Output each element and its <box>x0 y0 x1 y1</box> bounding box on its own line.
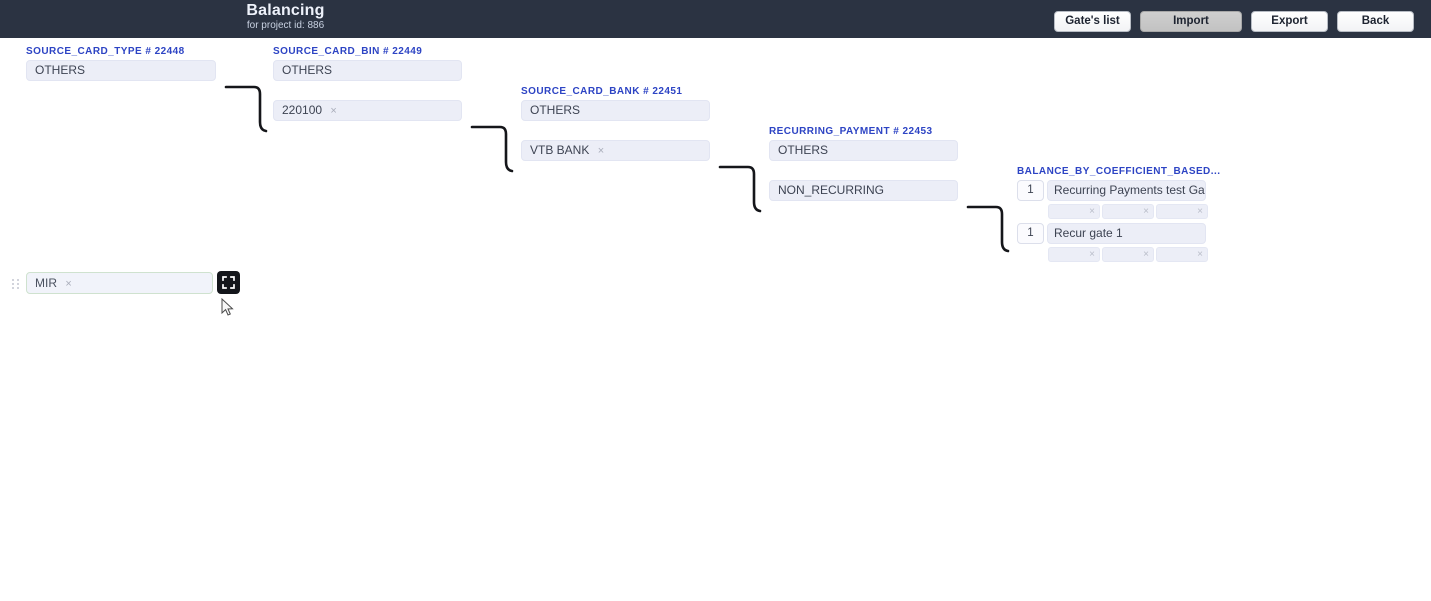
mir-chip-label: MIR <box>35 276 57 290</box>
field-source-card-bin-1[interactable]: 220100 × <box>273 100 462 121</box>
app-brand: Balancing for project id: 886 <box>0 2 571 32</box>
field-source-card-bin-0[interactable]: OTHERS <box>273 60 462 81</box>
remove-slot-icon[interactable]: × <box>1197 206 1203 217</box>
connector-source-card-bin-to-bank <box>470 125 514 173</box>
fullscreen-expand-icon <box>222 276 235 289</box>
gate-slot[interactable]: × <box>1102 247 1154 262</box>
remove-slot-icon[interactable]: × <box>1143 249 1149 260</box>
gates-list-button[interactable]: Gate's list <box>1054 11 1131 32</box>
column-title-recurring-payment: RECURRING_PAYMENT # 22453 <box>769 126 933 137</box>
column-title-balance-by-coefficient: BALANCE_BY_COEFFICIENT_BASED... <box>1017 166 1221 177</box>
gate-slot[interactable]: × <box>1156 204 1208 219</box>
gate-weight-input[interactable]: 1 <box>1017 180 1044 201</box>
gate-slot[interactable]: × <box>1156 247 1208 262</box>
balancing-tree-canvas: SOURCE_CARD_TYPE # 22448 OTHERS SOURCE_C… <box>0 38 1431 601</box>
gate-slot[interactable]: × <box>1048 204 1100 219</box>
remove-slot-icon[interactable]: × <box>1143 206 1149 217</box>
top-bar-actions: Gate's list Import Export Back <box>1054 11 1414 32</box>
gate-slot-row: × × × <box>1048 247 1208 262</box>
field-source-card-bank-0[interactable]: OTHERS <box>521 100 710 121</box>
gate-slot[interactable]: × <box>1048 247 1100 262</box>
gate-slot-row: × × × <box>1048 204 1208 219</box>
connector-source-card-type-to-bin <box>224 85 268 133</box>
remove-slot-icon[interactable]: × <box>1197 249 1203 260</box>
column-title-source-card-bank: SOURCE_CARD_BANK # 22451 <box>521 86 683 97</box>
remove-chip-icon[interactable]: × <box>597 145 605 157</box>
project-subtitle: for project id: 886 <box>246 20 325 31</box>
column-title-source-card-bin: SOURCE_CARD_BIN # 22449 <box>273 46 423 57</box>
draggable-chip-row: MIR × <box>0 270 245 297</box>
gate-row: 1 Recurring Payments test Gate <box>1017 180 1206 201</box>
field-value: NON_RECURRING <box>778 183 885 197</box>
gate-row: 1 Recur gate 1 <box>1017 223 1206 244</box>
gate-name-input[interactable]: Recur gate 1 <box>1047 223 1206 244</box>
remove-chip-icon[interactable]: × <box>330 105 337 117</box>
field-value: VTB BANK <box>530 143 590 157</box>
field-source-card-bank-1[interactable]: VTB BANK × <box>521 140 710 161</box>
connector-source-card-bank-to-recurring <box>718 165 762 213</box>
field-value: OTHERS <box>282 63 333 77</box>
connector-recurring-to-coefficient <box>966 205 1010 253</box>
import-button[interactable]: Import <box>1140 11 1242 32</box>
mouse-cursor <box>221 298 234 316</box>
top-bar: Balancing for project id: 886 Gate's lis… <box>0 0 1431 38</box>
mir-chip-input[interactable]: MIR × <box>26 272 213 294</box>
field-value: 220100 <box>282 103 323 117</box>
back-button[interactable]: Back <box>1337 11 1414 32</box>
page-title: Balancing <box>246 2 325 19</box>
fullscreen-expand-button[interactable] <box>217 271 240 294</box>
export-button[interactable]: Export <box>1251 11 1328 32</box>
field-value: OTHERS <box>530 103 581 117</box>
field-value: OTHERS <box>778 143 829 157</box>
gate-weight-input[interactable]: 1 <box>1017 223 1044 244</box>
field-recurring-payment-0[interactable]: OTHERS <box>769 140 958 161</box>
gate-slot[interactable]: × <box>1102 204 1154 219</box>
column-title-source-card-type: SOURCE_CARD_TYPE # 22448 <box>26 46 185 57</box>
drag-handle-icon[interactable] <box>12 279 20 290</box>
gate-name-input[interactable]: Recurring Payments test Gate <box>1047 180 1206 201</box>
remove-slot-icon[interactable]: × <box>1089 249 1095 260</box>
remove-slot-icon[interactable]: × <box>1089 206 1095 217</box>
field-value: OTHERS <box>35 63 86 77</box>
field-recurring-payment-1[interactable]: NON_RECURRING <box>769 180 958 201</box>
remove-chip-icon[interactable]: × <box>65 278 72 290</box>
field-source-card-type-0[interactable]: OTHERS <box>26 60 216 81</box>
